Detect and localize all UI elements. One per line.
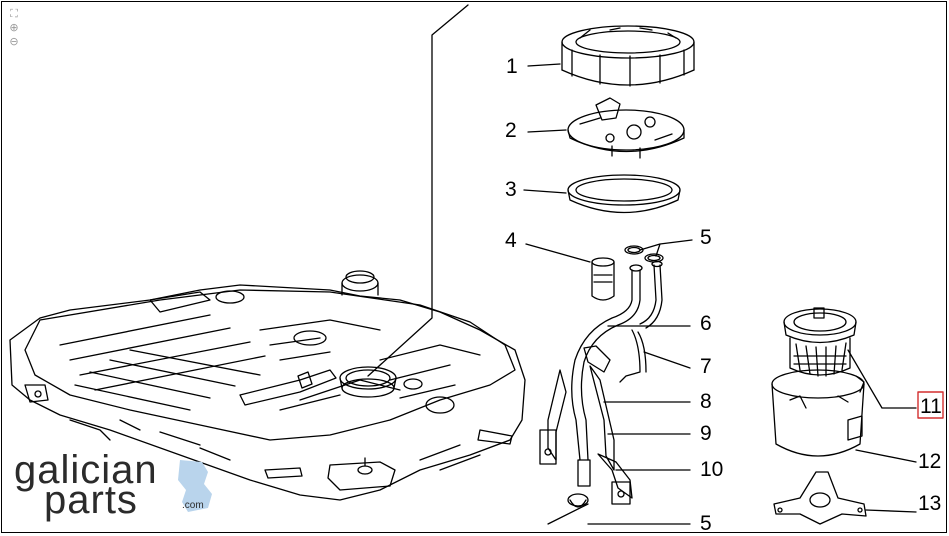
callout-3[interactable]: 3 [505, 178, 517, 201]
callout-6[interactable]: 6 [700, 312, 712, 335]
callout-4[interactable]: 4 [505, 229, 517, 252]
fit-icon[interactable]: ⛶ [10, 7, 18, 20]
leader-11 [847, 349, 917, 409]
tank-leader-line [367, 4, 469, 377]
part-3-seal-ring [567, 174, 681, 214]
leader-12 [855, 449, 917, 463]
part-10-bracket [597, 453, 633, 505]
fuel-tank-illustration [9, 270, 526, 501]
part-5-grommet-bottom [567, 493, 589, 508]
leader-4 [525, 243, 591, 263]
zoom-toolbar: ⛶ ⊕ ⊖ [8, 8, 22, 48]
callout-13[interactable]: 13 [918, 492, 941, 515]
logo-word-parts: parts [44, 478, 138, 522]
leader-2 [527, 129, 567, 133]
logo-tld: .com [182, 500, 204, 511]
leader-5-top [639, 239, 693, 257]
callout-8[interactable]: 8 [700, 390, 712, 413]
callout-12[interactable]: 12 [918, 450, 941, 473]
zoom-in-icon[interactable]: ⊕ [9, 21, 19, 34]
part-13-base-bracket [773, 471, 867, 525]
part-6-fuel-hose [571, 260, 663, 487]
callout-1[interactable]: 1 [506, 55, 518, 78]
callout-11[interactable]: 11 [920, 395, 942, 418]
callout-7[interactable]: 7 [700, 355, 712, 378]
part-9-bracket [589, 365, 615, 471]
part-4-sender-unit [591, 257, 615, 301]
leader-13 [865, 509, 917, 513]
callout-10[interactable]: 10 [700, 458, 723, 481]
callout-2[interactable]: 2 [505, 119, 517, 142]
zoom-out-icon[interactable]: ⊖ [9, 35, 19, 48]
part-11-strainer-filter [783, 307, 857, 377]
callout-9[interactable]: 9 [700, 422, 712, 445]
leader-5-bottom [547, 503, 691, 525]
part-12-swirl-pot [771, 369, 865, 457]
part-7-return-pipe [619, 329, 647, 383]
callout-11-highlight-box[interactable] [917, 391, 944, 419]
callout-5-bottom[interactable]: 5 [700, 512, 712, 535]
galicianparts-logo: galician parts .com [14, 450, 224, 520]
leader-7 [643, 351, 691, 369]
galicia-map-icon [178, 460, 212, 512]
logo-word-galician: galician [14, 448, 158, 492]
part-2-pump-flange [567, 97, 685, 159]
part-8-bracket [539, 345, 611, 465]
callout-5-top[interactable]: 5 [700, 226, 712, 249]
part-1-lock-ring [561, 25, 695, 87]
leader-1 [527, 63, 561, 67]
leader-3 [523, 189, 567, 194]
